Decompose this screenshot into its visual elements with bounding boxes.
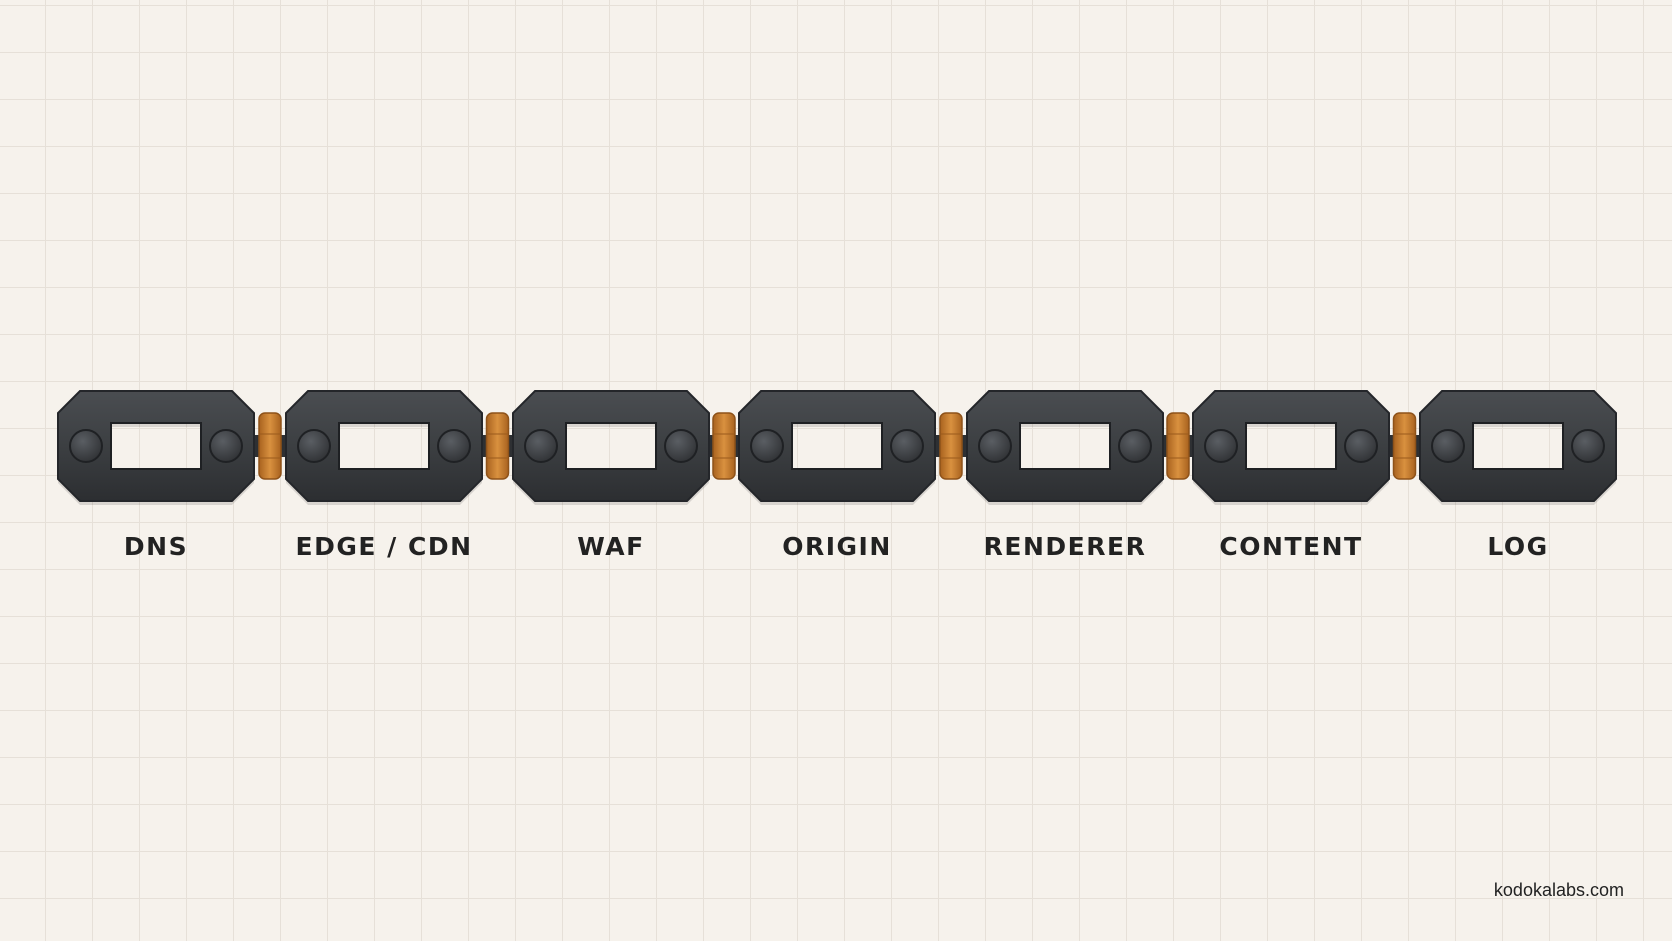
chain-link-slot <box>338 422 430 470</box>
watermark: kodokalabs.com <box>1493 880 1624 900</box>
link-label: EDGE / CDN <box>295 532 473 561</box>
link-label: RENDERER <box>983 532 1147 561</box>
pin-icon <box>437 429 471 463</box>
chain-link-slot <box>565 422 657 470</box>
pin-icon <box>1118 429 1152 463</box>
chain-link <box>285 390 483 505</box>
connector-ring <box>939 412 963 480</box>
chain-link-slot <box>1245 422 1337 470</box>
chain-link <box>57 390 255 505</box>
pin-icon <box>1344 429 1378 463</box>
connector-ring <box>1392 412 1417 480</box>
pin-icon <box>1204 429 1238 463</box>
link-label: LOG <box>1487 532 1549 561</box>
chain-link <box>1192 390 1390 505</box>
chain-link-slot <box>110 422 202 470</box>
pin-icon <box>524 429 558 463</box>
connector-ring <box>485 412 510 480</box>
chain-link <box>738 390 936 505</box>
pin-icon <box>664 429 698 463</box>
pin-icon <box>890 429 924 463</box>
link-label: ORIGIN <box>782 532 892 561</box>
connector-ring <box>258 412 282 480</box>
link-label: CONTENT <box>1219 532 1363 561</box>
chain-link <box>512 390 710 505</box>
pin-icon <box>209 429 243 463</box>
chain-link-slot <box>791 422 883 470</box>
pin-icon <box>297 429 331 463</box>
pin-icon <box>1431 429 1465 463</box>
chain-link <box>1419 390 1617 505</box>
chain-link-slot <box>1019 422 1111 470</box>
pin-icon <box>978 429 1012 463</box>
connector-ring <box>1166 412 1190 480</box>
link-label: DNS <box>123 532 189 561</box>
chain-link-slot <box>1472 422 1564 470</box>
link-label: WAF <box>577 532 645 561</box>
pin-icon <box>750 429 784 463</box>
pin-icon <box>1571 429 1605 463</box>
pin-icon <box>69 429 103 463</box>
chain-link <box>966 390 1164 505</box>
connector-ring <box>712 412 736 480</box>
